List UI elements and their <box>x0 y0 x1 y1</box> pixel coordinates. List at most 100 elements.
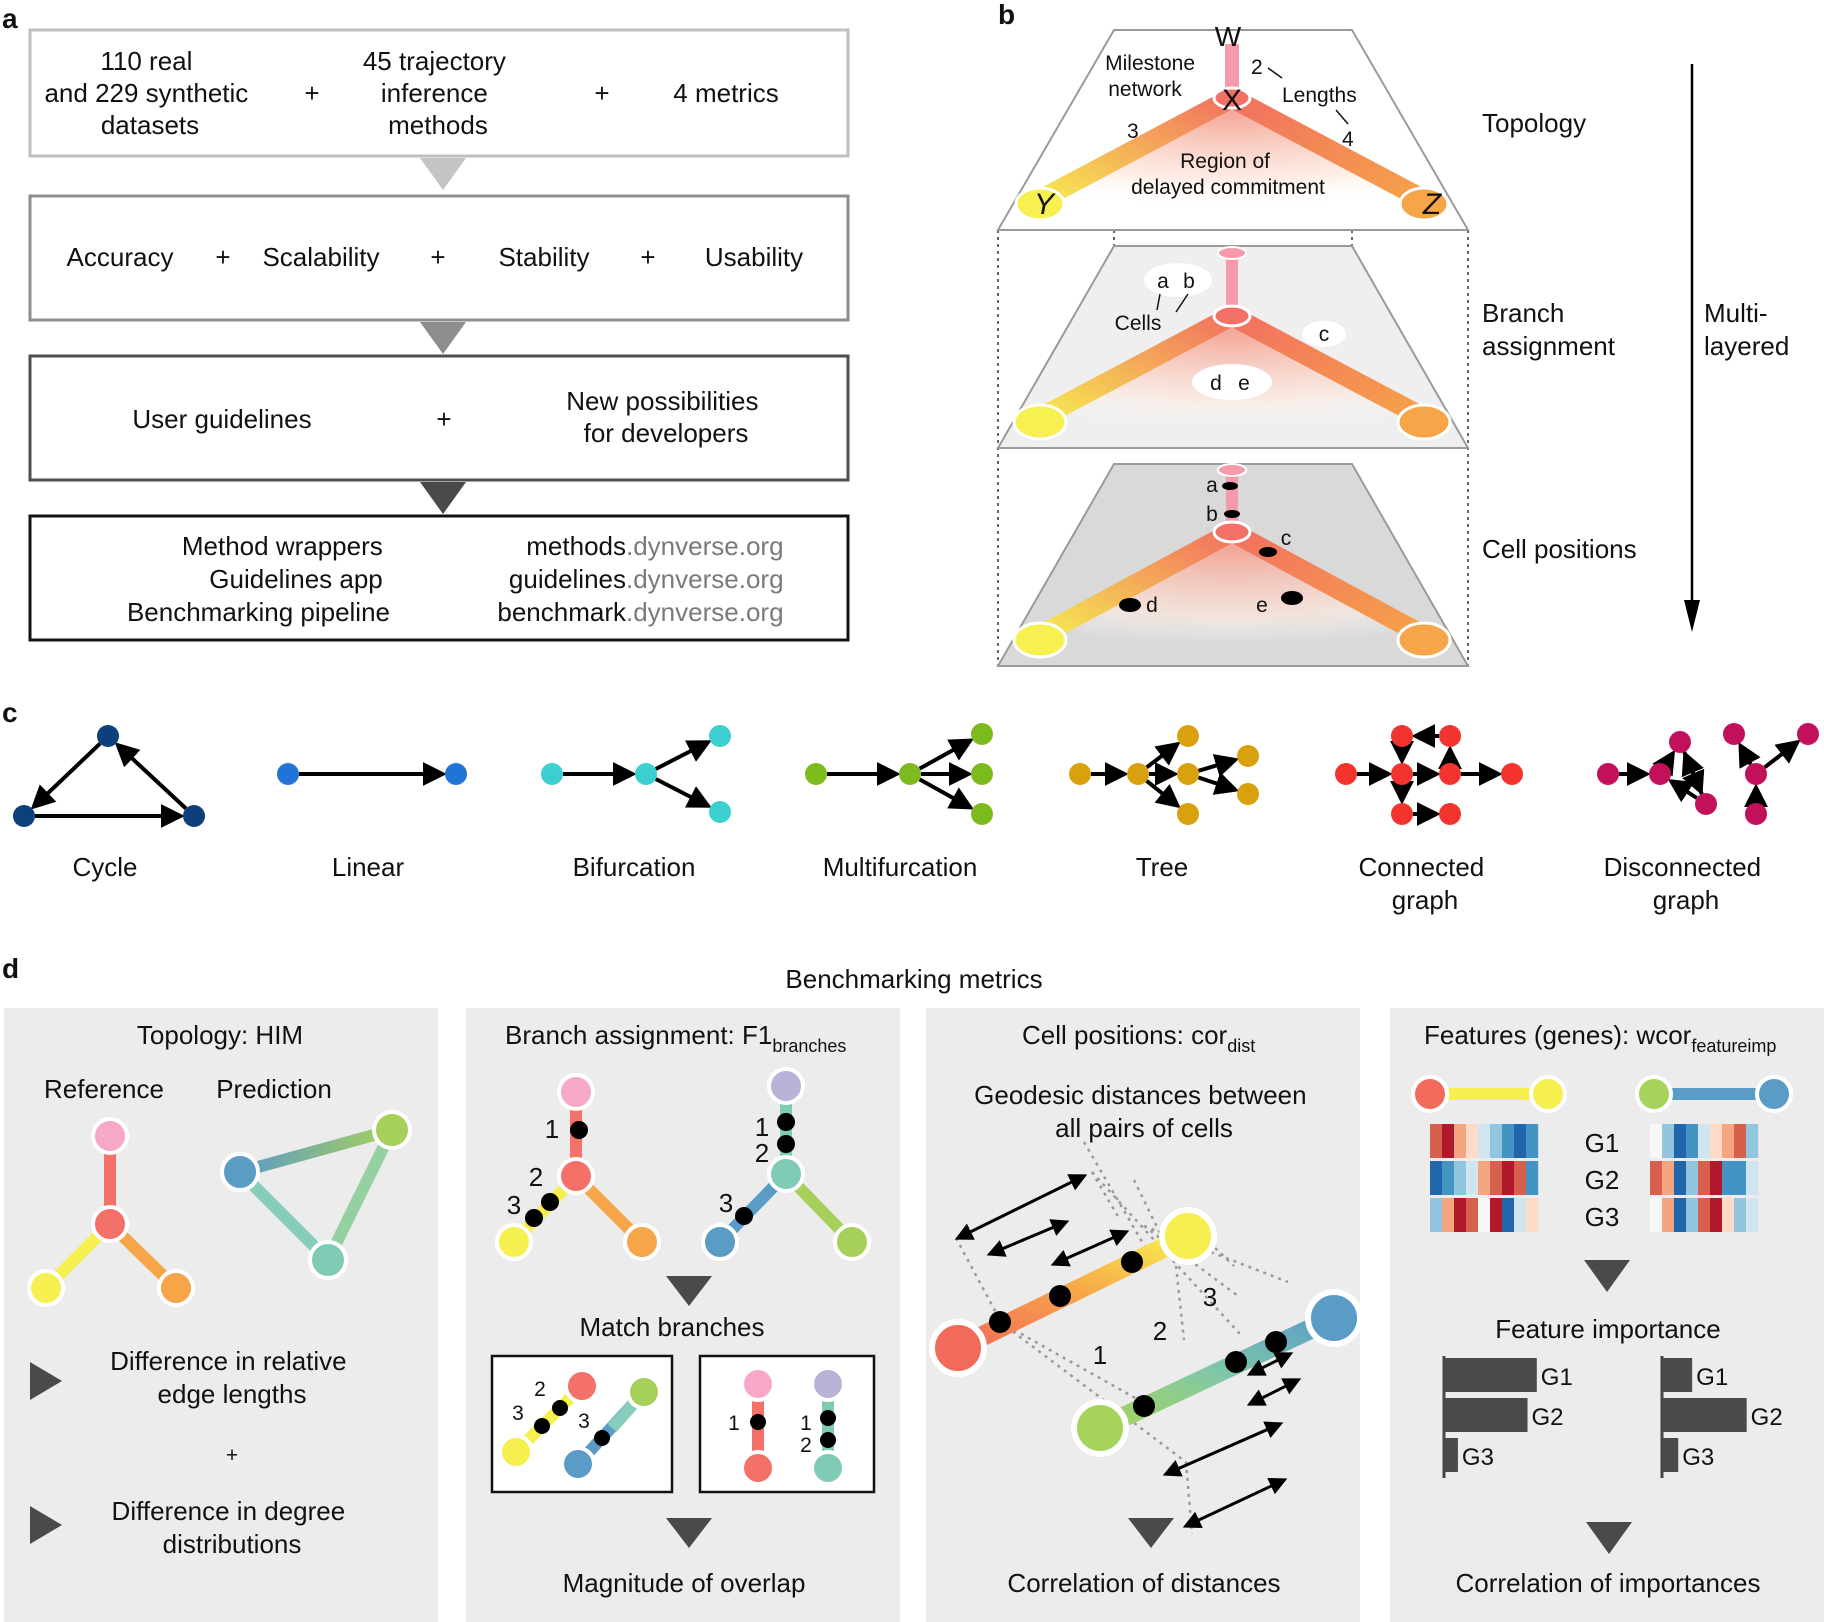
heatmap-cell <box>1746 1198 1759 1232</box>
plus-sign: + <box>436 404 451 434</box>
label-z: Z <box>1422 188 1443 221</box>
guidelines-url-suffix: .dynverse.org <box>626 564 784 594</box>
topology-graph-0 <box>13 725 205 828</box>
graph-node <box>899 763 921 785</box>
heatmap-cell <box>1430 1124 1443 1158</box>
cell-c <box>1259 547 1277 557</box>
graph-edge <box>1667 779 1698 803</box>
importance-bar-label: G2 <box>1751 1404 1783 1431</box>
prediction-graph <box>220 1110 412 1280</box>
graph-edge <box>918 777 974 810</box>
metric-panel-him <box>4 1008 438 1622</box>
heatmap-cell <box>1526 1198 1539 1232</box>
f1-title: Branch assignment: F1branches <box>505 1020 846 1056</box>
graph-edge <box>1145 741 1181 769</box>
feature-graphs <box>1411 1075 1793 1113</box>
cell-e-label: e <box>1256 594 1268 617</box>
milestone-x <box>1212 520 1252 544</box>
graph-edge <box>1738 742 1761 769</box>
region-shading <box>1032 532 1432 640</box>
length-2: 2 <box>1251 56 1263 79</box>
graph-edge <box>918 738 974 771</box>
branch-y <box>1022 88 1242 214</box>
graph-node <box>1669 731 1691 753</box>
milestone-y <box>1012 621 1068 659</box>
graph-node <box>97 725 119 747</box>
bullet-triangle <box>30 1362 62 1400</box>
graph-node <box>1237 745 1259 767</box>
methods-url-prefix: methods <box>526 531 626 561</box>
graph-node <box>1237 783 1259 805</box>
lengths-pointer <box>1335 109 1349 125</box>
graph-node <box>1391 725 1413 747</box>
heatmap-cell <box>1722 1161 1735 1195</box>
heatmap-cell <box>1746 1124 1759 1158</box>
heatmap-cell <box>1674 1198 1687 1232</box>
panel-label-c: c <box>2 697 18 728</box>
bullet-triangle <box>30 1506 62 1544</box>
cell-number: 2 <box>529 1162 543 1192</box>
expression-heatmaps <box>1430 1124 1759 1232</box>
graph-node <box>1597 763 1619 785</box>
heatmap-cell <box>1430 1198 1443 1232</box>
heatmap-cell <box>1674 1161 1687 1195</box>
correlation-importances-label: Correlation of importances <box>1456 1568 1761 1598</box>
heatmap-cell <box>1674 1124 1687 1158</box>
graph-node <box>1391 763 1413 785</box>
topology-label-cycle: Cycle <box>72 852 137 882</box>
milestone-network-label: Milestone network <box>1105 52 1201 101</box>
topology-label-disconnected: Disconnected graph <box>1604 852 1769 915</box>
heatmap-cell <box>1502 1161 1515 1195</box>
ref-node <box>91 1117 129 1155</box>
cell-cluster-de <box>1192 364 1272 400</box>
cells-label: Cells <box>1115 312 1162 335</box>
heatmap-cell <box>1454 1124 1467 1158</box>
graph-node <box>1127 763 1149 785</box>
heatmap-cell <box>1662 1161 1675 1195</box>
milestone-z <box>1398 186 1450 222</box>
heatmap-cell <box>1478 1161 1491 1195</box>
graph-node <box>971 803 993 825</box>
label-w: W <box>1215 21 1242 52</box>
pred-node <box>220 1152 260 1192</box>
graph-node <box>1439 725 1461 747</box>
topology-label-multifurcation: Multifurcation <box>823 852 978 882</box>
milestone-x <box>1212 304 1252 328</box>
lengths-label: Lengths <box>1282 84 1357 107</box>
heatmap-cell <box>1502 1198 1515 1232</box>
cell-number: 3 <box>512 1402 524 1425</box>
cell-c-label: c <box>1319 323 1330 346</box>
heatmap-cell <box>1478 1198 1491 1232</box>
heatmap-cell <box>1430 1161 1443 1195</box>
user-guidelines-text: User guidelines <box>132 404 311 434</box>
metrics-text: 4 metrics <box>673 78 778 108</box>
heatmap-cell <box>1454 1161 1467 1195</box>
guidelines-url-prefix: guidelines <box>509 564 626 594</box>
cell-e <box>1281 591 1303 605</box>
graph-node <box>1177 803 1199 825</box>
importance-bar-label: G3 <box>1462 1444 1494 1471</box>
match-box-1-graphs <box>498 1368 662 1482</box>
importance-bar <box>1444 1358 1537 1392</box>
milestone-z <box>1396 403 1452 441</box>
pipeline-box-1 <box>28 28 850 158</box>
heatmap-cell <box>1442 1198 1455 1232</box>
cell-b-label: b <box>1183 270 1195 293</box>
graph-node <box>1723 723 1745 745</box>
topology-graph-5 <box>1335 724 1523 826</box>
flow-arrow-1 <box>420 158 466 190</box>
heatmap-cell <box>1454 1198 1467 1232</box>
panel-label-d: d <box>2 953 19 984</box>
heatmap-cell <box>1466 1161 1479 1195</box>
importance-bar <box>1662 1398 1747 1432</box>
heatmap-cell <box>1686 1161 1699 1195</box>
scalability-text: Scalability <box>262 242 379 272</box>
heatmap-cell <box>1734 1198 1747 1232</box>
heatmap-cell <box>1514 1161 1527 1195</box>
graph-node <box>709 725 731 747</box>
heatmap-cell <box>1442 1124 1455 1158</box>
heatmap-cell <box>1526 1124 1539 1158</box>
graph-node <box>1695 793 1717 815</box>
topology-graph-4 <box>1069 725 1259 825</box>
